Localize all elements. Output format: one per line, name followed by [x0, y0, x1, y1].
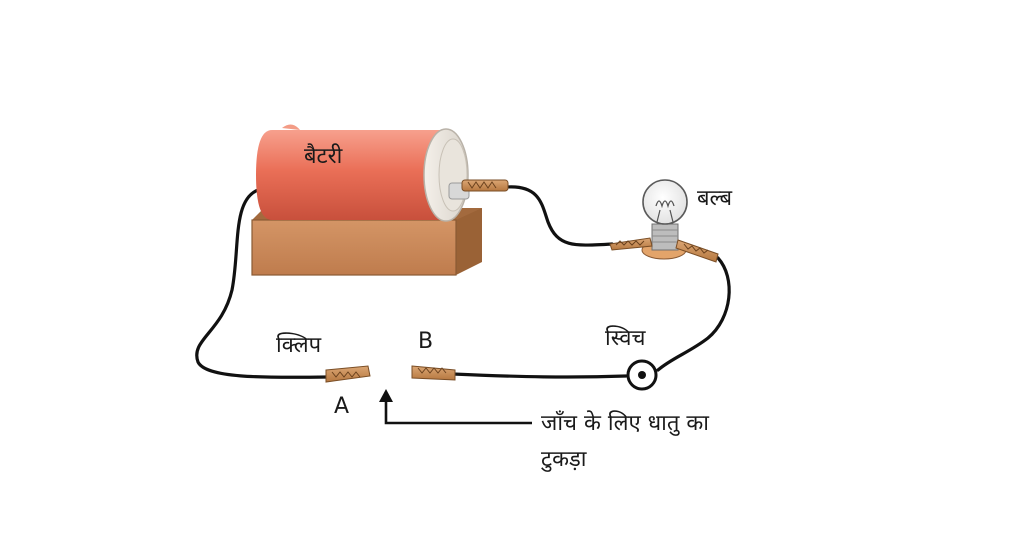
bulb-clip-right	[675, 239, 719, 263]
wire-clip-b-to-switch	[451, 372, 628, 379]
switch-label: स्विच	[605, 325, 646, 351]
test-label-line2: टुकड़ा	[540, 447, 587, 472]
battery-label: बैटरी	[304, 143, 343, 169]
clip-b	[411, 365, 456, 381]
wire-battery-left-to-clip-a	[195, 188, 330, 379]
clip-a	[325, 365, 371, 383]
switch	[626, 359, 658, 391]
point-b-label: B	[418, 329, 433, 354]
arrow-head-icon	[379, 389, 393, 402]
clip-label: क्लिप	[276, 332, 322, 358]
point-a-label: A	[334, 394, 349, 419]
bulb-filament	[655, 200, 675, 209]
wires	[195, 185, 731, 379]
wire-bulb-to-switch	[656, 256, 731, 372]
battery-terminal-clip	[461, 179, 509, 192]
bulb-clip-left	[609, 237, 653, 251]
wire-battery-right-to-bulb	[505, 185, 614, 247]
battery-cell	[256, 124, 470, 222]
bulb	[609, 179, 719, 263]
test-arrow	[379, 389, 532, 425]
bulb-label: बल्ब	[697, 186, 732, 211]
test-label-line1: जाँच के लिए धातु का	[541, 410, 709, 436]
